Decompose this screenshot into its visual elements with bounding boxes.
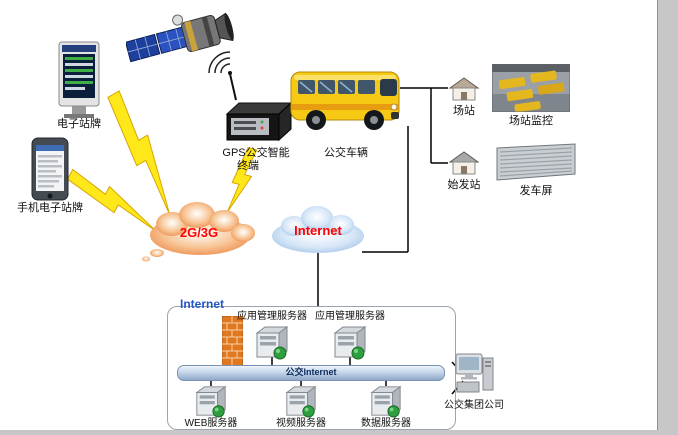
app-server-1	[253, 324, 291, 360]
app-server-1-label: 应用管理服务器	[237, 311, 307, 322]
satellite-icon	[124, 12, 234, 63]
cloud-internet	[272, 206, 364, 253]
workstation-icon	[455, 353, 494, 393]
gps-label-line2: 终端	[237, 160, 259, 172]
bus-label: 公交车辆	[324, 147, 368, 159]
cloud-2g3g-label: 2G/3G	[179, 225, 219, 240]
origin-house	[448, 149, 480, 177]
origin-label: 始发站	[447, 179, 481, 191]
backbone-label: 公交Internet	[285, 367, 337, 377]
video-server-label: 视频服务器	[276, 418, 326, 429]
signal-arcs-icon	[208, 51, 231, 74]
depot-photo	[491, 63, 571, 113]
data-server	[368, 384, 404, 418]
departure-screen-icon	[496, 143, 576, 181]
video-server-icon	[285, 385, 317, 418]
station-house-icon	[448, 77, 480, 101]
station-label: 场站	[453, 105, 475, 117]
company-label: 公交集团公司	[444, 400, 504, 411]
station-house	[448, 75, 480, 103]
phone-icon	[31, 137, 69, 201]
page-edge-right	[657, 0, 678, 435]
antenna-icon	[228, 71, 237, 101]
cloud-internet-label: Internet	[294, 223, 342, 238]
lightning-kiosk-to-cloud	[100, 90, 188, 218]
gps-label-line1: GPS公交智能	[222, 147, 290, 159]
backbone-bar: 公交Internet	[177, 365, 445, 381]
app-server-icon	[255, 326, 289, 360]
origin-house-icon	[448, 151, 480, 175]
app-server-2-label: 应用管理服务器	[315, 311, 385, 322]
web-server-label: WEB服务器	[184, 418, 238, 429]
station-monitor-label: 场站监控	[509, 115, 553, 127]
firewall	[221, 315, 244, 367]
video-server	[283, 384, 319, 418]
cloud-2g3g	[142, 202, 255, 262]
web-server-icon	[195, 385, 227, 418]
kiosk-icon	[58, 41, 100, 118]
firewall-icon	[221, 315, 244, 367]
kiosk-label: 电子站牌	[57, 118, 101, 130]
departure-screen-label: 发车屏	[519, 185, 553, 197]
satellite	[124, 10, 238, 94]
app-server-icon	[333, 326, 367, 360]
data-server-icon	[370, 385, 402, 418]
gps-terminal-icon	[225, 101, 293, 142]
bus-icon	[290, 71, 400, 130]
lightning-gps-to-cloud	[224, 146, 258, 216]
page-edge-bottom	[0, 430, 678, 435]
depot-photo-icon	[491, 63, 571, 113]
phone-label: 手机电子站牌	[17, 202, 83, 214]
web-server	[193, 384, 229, 418]
data-server-label: 数据服务器	[361, 418, 411, 429]
lightning-phone-to-cloud	[64, 168, 164, 235]
company-workstation	[452, 348, 496, 398]
bus	[288, 62, 406, 136]
departure-screen	[494, 142, 578, 182]
phone	[26, 136, 74, 202]
gps-terminal	[219, 98, 295, 146]
app-server-2	[331, 324, 369, 360]
kiosk	[52, 40, 106, 120]
box-internet-label: Internet	[180, 297, 225, 311]
